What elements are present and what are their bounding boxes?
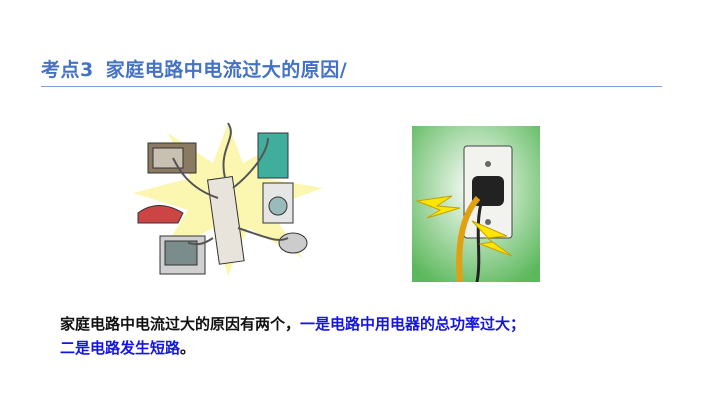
title-prefix: 考点3 bbox=[41, 59, 94, 81]
reason-2-text: 二是电路发生短路 bbox=[60, 339, 181, 357]
sparking-wall-socket-illustration bbox=[412, 126, 540, 282]
overloaded-power-strip-illustration bbox=[133, 122, 323, 276]
title-text: 家庭电路中电流过大的原因/ bbox=[105, 59, 348, 81]
end-punctuation: 。 bbox=[180, 339, 196, 357]
reason-1-text: 一是电路中用电器的总功率过大； bbox=[300, 315, 526, 333]
intro-text: 家庭电路中电流过大的原因有两个， bbox=[60, 315, 301, 333]
explanation-text: 家庭电路中电流过大的原因有两个，一是电路中用电器的总功率过大； 二是电路发生短路… bbox=[60, 312, 525, 360]
slide-title: 考点3 家庭电路中电流过大的原因/ bbox=[41, 55, 347, 82]
title-divider bbox=[41, 86, 662, 87]
